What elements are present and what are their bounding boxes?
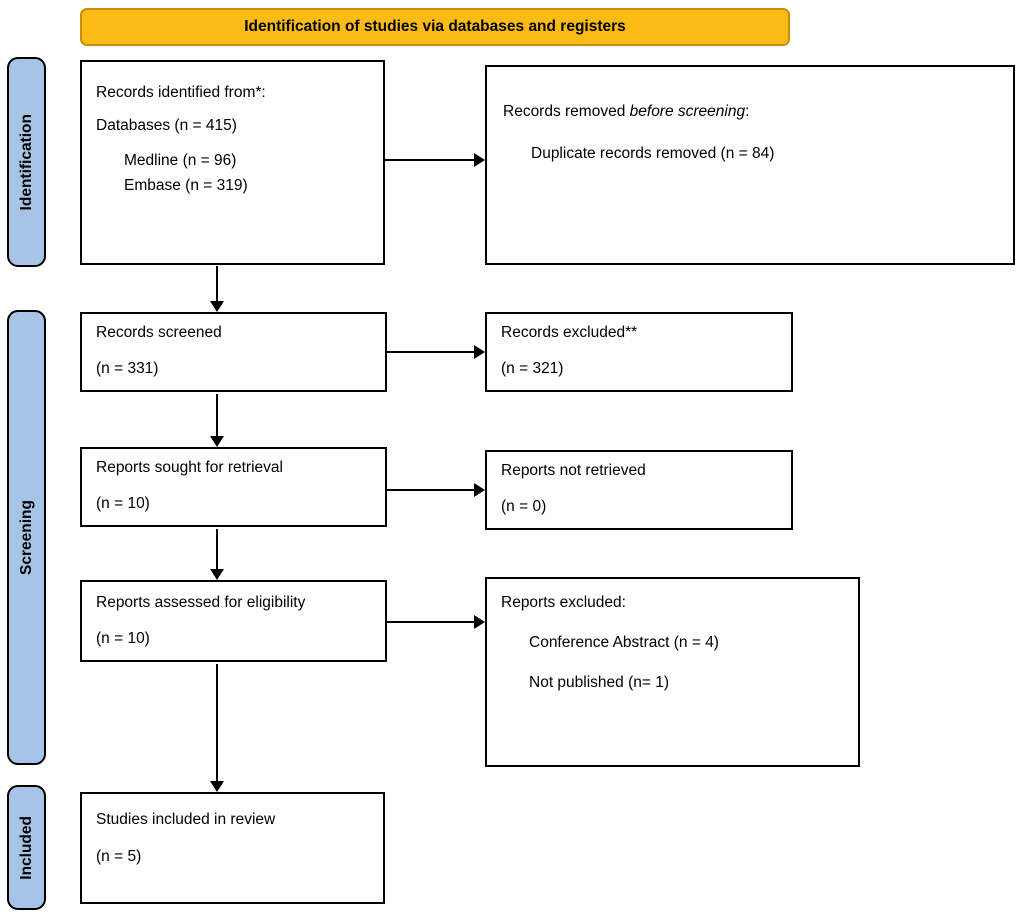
arrow-assessed-to-excluded bbox=[387, 615, 485, 629]
records-removed-title-italic: before screening bbox=[629, 103, 746, 120]
records-identified-embase: Embase (n = 319) bbox=[124, 177, 248, 194]
stage-identification-text: Identification bbox=[17, 113, 35, 211]
banner-label: Identification of studies via databases … bbox=[244, 18, 626, 35]
reports-not-retrieved-count: (n = 0) bbox=[501, 498, 547, 515]
box-studies-included: Studies included in review (n = 5) bbox=[80, 792, 385, 904]
records-removed-duplicates: Duplicate records removed (n = 84) bbox=[531, 145, 775, 162]
box-records-removed: Records removed before screening: Duplic… bbox=[485, 65, 1015, 265]
stage-label-screening: Screening bbox=[7, 310, 46, 765]
records-excluded-count: (n = 321) bbox=[501, 360, 564, 377]
records-identified-title: Records identified from*: bbox=[96, 84, 266, 101]
reports-excluded-reasons: Conference Abstract (n = 4) Not publishe… bbox=[529, 632, 844, 693]
stage-screening-text: Screening bbox=[17, 500, 35, 575]
box-records-identified: Records identified from*: Databases (n =… bbox=[80, 60, 385, 265]
arrow-sought-to-not-retrieved bbox=[387, 483, 485, 497]
records-identified-medline: Medline (n = 96) bbox=[124, 152, 237, 169]
box-reports-not-retrieved: Reports not retrieved (n = 0) bbox=[485, 450, 793, 530]
records-identified-sources: Medline (n = 96) Embase (n = 319) bbox=[124, 148, 369, 198]
reports-excluded-reason-not-published: Not published (n= 1) bbox=[529, 674, 670, 691]
reports-excluded-title: Reports excluded: bbox=[501, 594, 626, 611]
arrow-screened-to-sought bbox=[210, 394, 224, 447]
reports-sought-title: Reports sought for retrieval bbox=[96, 459, 283, 476]
banner: Identification of studies via databases … bbox=[80, 8, 790, 46]
box-reports-excluded: Reports excluded: Conference Abstract (n… bbox=[485, 577, 860, 767]
arrow-identified-to-screened bbox=[210, 266, 224, 312]
reports-excluded-reason-conference: Conference Abstract (n = 4) bbox=[529, 634, 719, 651]
stage-label-identification: Identification bbox=[7, 57, 46, 267]
box-reports-assessed: Reports assessed for eligibility (n = 10… bbox=[80, 580, 387, 662]
records-excluded-title: Records excluded** bbox=[501, 324, 638, 341]
stage-label-included: Included bbox=[7, 785, 46, 910]
arrow-screened-to-excluded bbox=[387, 345, 485, 359]
box-records-screened: Records screened (n = 331) bbox=[80, 312, 387, 392]
records-removed-title-prefix: Records removed bbox=[503, 103, 630, 120]
box-reports-sought: Reports sought for retrieval (n = 10) bbox=[80, 447, 387, 527]
records-removed-title: Records removed before screening: bbox=[503, 101, 997, 122]
records-identified-databases: Databases (n = 415) bbox=[96, 117, 237, 134]
reports-assessed-count: (n = 10) bbox=[96, 630, 150, 647]
stage-included-text: Included bbox=[17, 815, 35, 880]
box-records-excluded: Records excluded** (n = 321) bbox=[485, 312, 793, 392]
records-removed-title-suffix: : bbox=[745, 103, 750, 120]
reports-sought-count: (n = 10) bbox=[96, 495, 150, 512]
records-removed-detail-wrap: Duplicate records removed (n = 84) bbox=[531, 143, 997, 164]
studies-included-count: (n = 5) bbox=[96, 848, 142, 865]
reports-assessed-title: Reports assessed for eligibility bbox=[96, 594, 306, 611]
records-screened-title: Records screened bbox=[96, 324, 222, 341]
records-screened-count: (n = 331) bbox=[96, 360, 159, 377]
reports-not-retrieved-title: Reports not retrieved bbox=[501, 462, 646, 479]
arrow-assessed-to-included bbox=[210, 664, 224, 792]
studies-included-title: Studies included in review bbox=[96, 811, 276, 828]
arrow-sought-to-assessed bbox=[210, 529, 224, 580]
arrow-identified-to-removed bbox=[385, 153, 485, 167]
